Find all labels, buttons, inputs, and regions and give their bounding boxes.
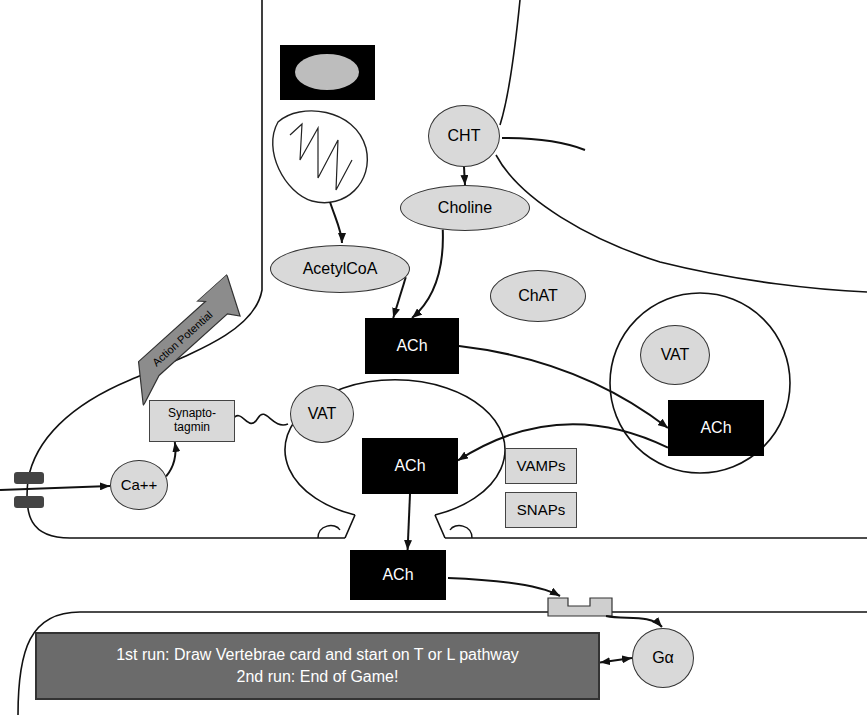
postsynaptic-membrane — [18, 612, 867, 715]
instruction-text: 1st run: Draw Vertebrae card and start o… — [116, 644, 519, 666]
node-label: VAT — [661, 346, 690, 364]
node-label: ACh — [382, 566, 413, 584]
flow-arrow — [448, 578, 560, 596]
tether-squiggle — [232, 414, 288, 425]
flow-arrow — [0, 486, 110, 490]
ach-box: ACh — [668, 400, 764, 456]
node-label: ChAT — [518, 287, 558, 305]
node-label: Choline — [438, 199, 492, 217]
instruction-text: 2nd run: End of Game! — [237, 666, 399, 688]
ach-box: ACh — [362, 438, 458, 494]
protein-box: SNAPs — [505, 492, 577, 528]
flow-arrow — [166, 442, 175, 476]
node-label: ACh — [700, 419, 731, 437]
mitochondrion — [273, 111, 368, 203]
node-label: Ca++ — [121, 476, 158, 493]
node-label: AcetylCoA — [303, 260, 378, 278]
flow-arrow — [412, 230, 443, 318]
enzyme-ellipse: ChAT — [490, 270, 586, 322]
protein-box: Synapto- tagmin — [149, 400, 235, 442]
docking-hook — [450, 526, 472, 538]
node-label: VAT — [308, 405, 337, 423]
molecule-ellipse: AcetylCoA — [270, 245, 410, 293]
node-label: Action Potential — [150, 308, 215, 369]
nucleus-ellipse — [295, 54, 359, 90]
node-label: ACh — [396, 337, 427, 355]
flow-arrow — [459, 346, 668, 428]
bolt-outline — [115, 274, 255, 406]
node-label: Gα — [652, 649, 674, 667]
transporter-circle: CHT — [428, 105, 500, 167]
flow-arrow — [330, 202, 342, 243]
calcium-channel — [14, 496, 44, 508]
flow-arrow — [408, 494, 410, 550]
node-label: SNAPs — [517, 501, 565, 518]
node-label: VAMPs — [517, 457, 566, 474]
presynaptic-membrane — [445, 537, 867, 539]
nucleus-box — [280, 45, 375, 100]
receptor — [548, 598, 612, 616]
flow-line — [502, 138, 585, 150]
node-label: CHT — [448, 127, 481, 145]
node-label: Synapto- tagmin — [154, 407, 230, 435]
action-potential-bolt: Action Potential — [115, 274, 255, 406]
transporter-circle: VAT — [290, 385, 354, 443]
calcium-channel — [14, 472, 44, 484]
instruction-box: 1st run: Draw Vertebrae card and start o… — [35, 632, 600, 700]
ach-box: ACh — [365, 318, 459, 374]
transporter-circle: VAT — [640, 325, 710, 385]
vesicle — [610, 293, 790, 473]
protein-box: VAMPs — [505, 448, 577, 484]
mitochondrion-cristae — [290, 124, 352, 190]
fusion-pore — [345, 515, 445, 538]
flow-arrow — [600, 658, 632, 663]
docking-hook — [318, 526, 340, 538]
node-label: ACh — [394, 457, 425, 475]
molecule-ellipse: Choline — [400, 185, 530, 231]
flow-arrow — [606, 616, 662, 627]
presynaptic-membrane — [500, 0, 520, 125]
ach-box: ACh — [350, 550, 446, 600]
g-protein-circle: Gα — [632, 628, 694, 688]
ion-circle: Ca++ — [110, 460, 168, 510]
fusing-vesicle — [285, 380, 505, 515]
flow-arrow — [464, 167, 465, 185]
